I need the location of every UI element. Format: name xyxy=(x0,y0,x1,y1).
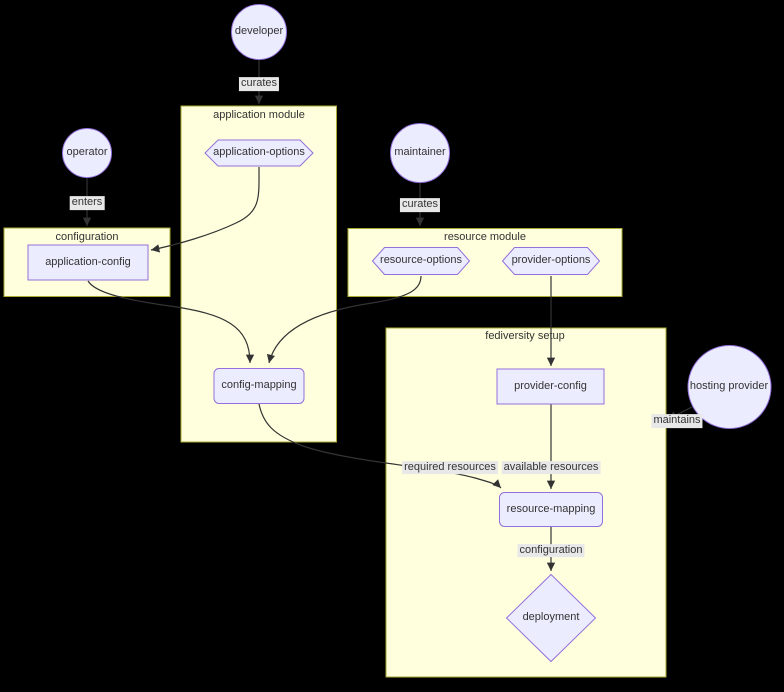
node-provider-options-hexagon xyxy=(501,247,601,275)
node-deployment-label: deployment xyxy=(522,611,580,624)
node-application-options-hexagon xyxy=(204,139,314,167)
cluster-resource-module-title: resource module xyxy=(444,231,526,244)
node-operator-label: operator xyxy=(66,146,108,159)
node-config-mapping-rect xyxy=(213,368,305,404)
cluster-fediversity-setup-title: fediversity setup xyxy=(485,330,565,343)
node-resource-options-label: resource-options xyxy=(380,254,462,267)
node-maintainer-circle xyxy=(390,123,450,183)
edge-label-required-resources: required resources xyxy=(402,460,498,475)
node-operator-circle xyxy=(62,128,112,178)
edge-label-operator-enters: enters xyxy=(69,196,105,210)
edge-application-options-to-application-config xyxy=(150,166,260,253)
node-developer-label: developer xyxy=(234,25,284,38)
node-config-mapping-label: config-mapping xyxy=(221,379,297,392)
node-application-options-label: application-options xyxy=(213,146,305,159)
node-application-config-label: application-config xyxy=(45,255,131,268)
edge-label-maintainer-curates: curates xyxy=(399,198,441,212)
node-application-config-rect xyxy=(27,244,149,281)
node-deployment-diamond xyxy=(505,573,597,663)
node-hosting-provider-circle xyxy=(687,345,772,429)
node-resource-mapping-rect xyxy=(499,492,603,527)
edge-resource-options-to-config-mapping xyxy=(266,275,422,364)
cluster-application-module-title: application module xyxy=(213,109,305,122)
node-provider-config-label: provider-config xyxy=(514,379,587,392)
cluster-configuration-title: configuration xyxy=(55,231,119,244)
node-provider-options-label: provider-options xyxy=(511,254,591,267)
node-resource-mapping-label: resource-mapping xyxy=(506,502,596,515)
node-hosting-provider-label: hosting provider xyxy=(689,380,769,393)
node-provider-config-rect xyxy=(496,368,605,405)
edge-label-available-resources: available resources xyxy=(501,460,601,475)
edge-application-config-to-config-mapping xyxy=(87,280,255,364)
edge-label-developer-curates: curates xyxy=(238,77,280,91)
node-maintainer-label: maintainer xyxy=(394,146,446,159)
node-resource-options-hexagon xyxy=(371,247,471,275)
edge-config-mapping-to-resource-mapping xyxy=(258,403,502,489)
node-developer-circle xyxy=(231,4,287,60)
edge-label-maintains: maintains xyxy=(651,414,703,428)
edge-label-configuration: configuration xyxy=(517,543,585,558)
